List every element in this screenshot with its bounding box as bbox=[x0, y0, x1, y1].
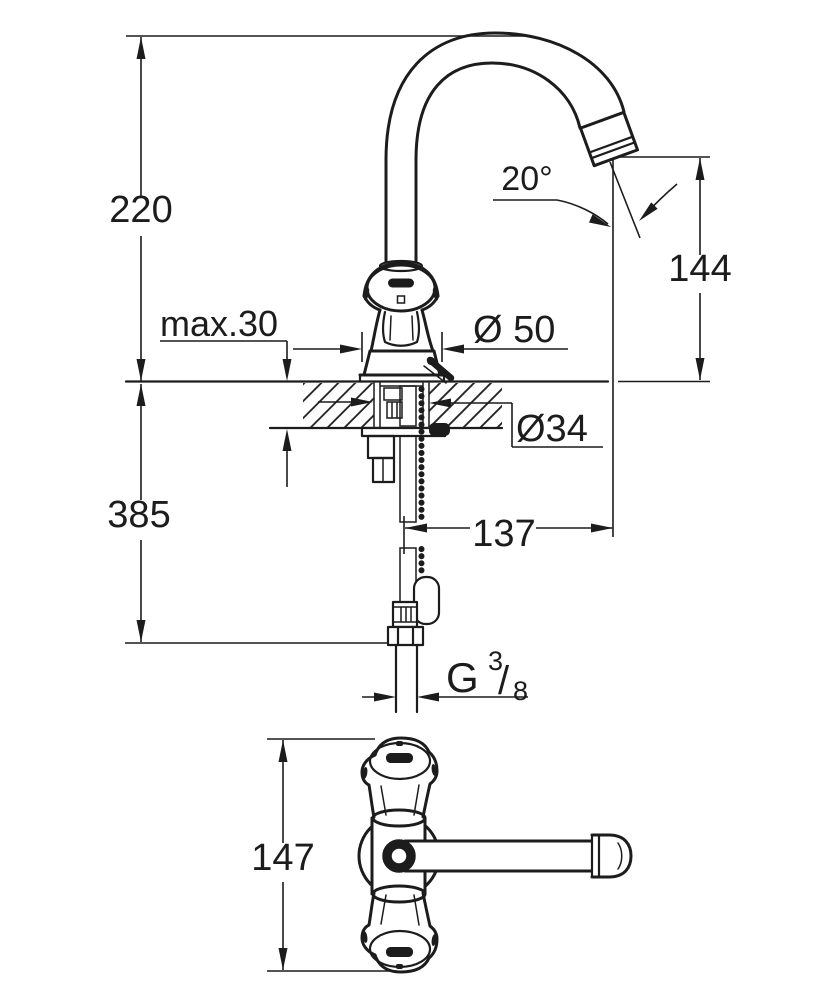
dim-label-dia34: Ø34 bbox=[516, 408, 588, 450]
handle-front bbox=[362, 259, 440, 353]
dim-label-thread-g: G bbox=[446, 654, 479, 701]
dimensions: 220 385 max.30 Ø 50 bbox=[107, 35, 732, 972]
chain-stay bbox=[423, 356, 455, 384]
dim-span-147: 147 bbox=[251, 738, 397, 972]
dim-label-max30: max.30 bbox=[160, 303, 278, 344]
dim-hole-dia-34: Ø34 bbox=[318, 397, 603, 450]
dim-label-220: 220 bbox=[109, 189, 172, 231]
aerator bbox=[579, 110, 639, 168]
dim-outlet-144: 144 bbox=[612, 156, 732, 537]
dim-label-20deg: 20° bbox=[501, 160, 552, 198]
mounting-nut bbox=[366, 434, 396, 460]
base-flange bbox=[358, 349, 446, 383]
dim-label-385: 385 bbox=[107, 494, 170, 536]
dim-label-147: 147 bbox=[251, 837, 314, 879]
dim-height-220: 220 bbox=[109, 35, 528, 381]
dim-label-137: 137 bbox=[472, 513, 535, 555]
handle-cap bbox=[365, 263, 437, 313]
dim-depth-385: 385 bbox=[107, 384, 388, 644]
front-view bbox=[358, 31, 639, 384]
spout-outline bbox=[384, 31, 626, 266]
plan-handle-top bbox=[360, 736, 439, 819]
plan-view bbox=[357, 736, 633, 974]
supply-connection bbox=[360, 385, 450, 714]
dim-base-dia-50: Ø 50 bbox=[293, 309, 568, 362]
supply-tube bbox=[394, 643, 419, 714]
deck-hatch-left bbox=[303, 383, 374, 427]
plan-collar-bottom bbox=[371, 884, 427, 904]
dim-label-thread-slash: / bbox=[498, 659, 510, 703]
handle-slot bbox=[388, 278, 414, 288]
dim-thread-g38: G 3 / 8 bbox=[362, 646, 528, 706]
chain-loop bbox=[412, 575, 441, 626]
hex-nut bbox=[386, 625, 425, 647]
hose-fitting bbox=[391, 600, 419, 629]
outlet-axis-line bbox=[609, 161, 641, 239]
braided-hose-upper bbox=[399, 435, 417, 523]
plan-spout-tube bbox=[403, 839, 594, 873]
dim-reach-137: 137 bbox=[405, 513, 613, 555]
plan-handle-bottom bbox=[360, 891, 439, 974]
dim-deck-max30: max.30 bbox=[160, 303, 292, 487]
dim-angle-20: 20° bbox=[493, 160, 678, 239]
dim-label-144: 144 bbox=[668, 248, 731, 290]
dim-label-dia50: Ø 50 bbox=[473, 309, 555, 351]
chain-guide bbox=[429, 423, 450, 436]
dim-label-thread-den: 8 bbox=[513, 676, 528, 706]
braided-hose-top bbox=[399, 385, 417, 427]
plan-collar-top bbox=[371, 808, 427, 828]
plan-spout-cap bbox=[590, 833, 633, 879]
plan-valve-ring bbox=[382, 839, 416, 873]
dim-label-thread-num: 3 bbox=[488, 646, 503, 676]
mounting-stud bbox=[383, 387, 403, 401]
